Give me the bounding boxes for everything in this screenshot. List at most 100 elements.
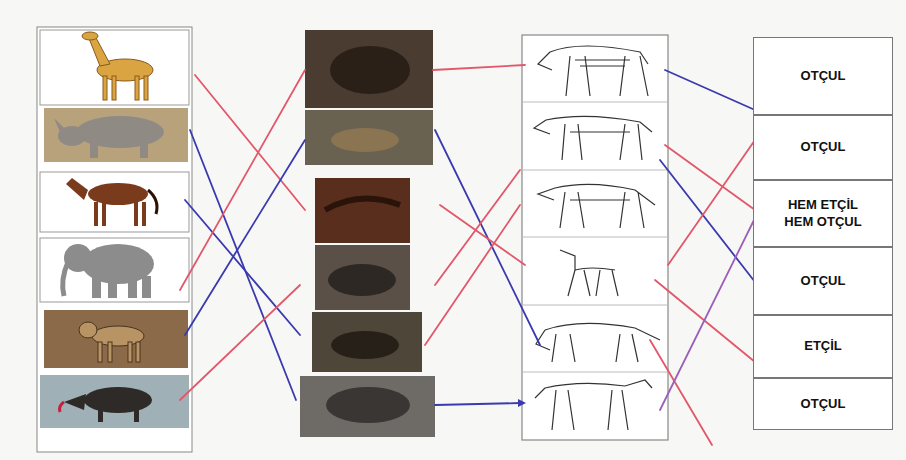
drawing-part (76, 116, 164, 148)
drawing-part (535, 380, 652, 430)
drawing-part (331, 128, 399, 152)
drawing-part (98, 408, 103, 422)
drawing-part (63, 244, 154, 298)
drawing-part (40, 238, 189, 302)
drawing-part (98, 342, 102, 362)
drawing-part (522, 169, 668, 170)
drawing-part (82, 32, 153, 100)
drawing-part (325, 199, 400, 210)
drawing-part (142, 202, 146, 226)
drawing-part (136, 342, 140, 362)
answer-box: OTÇUL (753, 115, 893, 180)
drawing-part (326, 387, 410, 423)
drawing-part (40, 375, 189, 428)
drawing-part (328, 264, 396, 296)
drawing-part (538, 184, 655, 228)
drawing-part (522, 304, 668, 305)
drawing-part (522, 236, 668, 237)
drawing-part (305, 110, 433, 165)
drawing-part (79, 322, 144, 362)
drawing-part (180, 70, 305, 290)
matching-lines (180, 65, 755, 445)
drawing-part (134, 408, 139, 422)
answer-text: ETÇİL (804, 338, 842, 354)
drawing-part (94, 202, 98, 226)
drawing-part (63, 262, 68, 296)
drawing-part (92, 276, 101, 298)
drawing-part (64, 387, 152, 422)
drawing-part (190, 130, 296, 400)
answer-text: OTÇUL (801, 273, 846, 289)
drawing-part (538, 46, 648, 96)
drawing-part (44, 310, 188, 368)
drawing-part (128, 342, 132, 362)
drawing-part (665, 70, 755, 110)
drawing-part (40, 172, 189, 232)
drawing-part (534, 116, 652, 160)
drawing-part (435, 403, 520, 405)
drawing-part (144, 76, 148, 100)
drawing-part (90, 142, 98, 158)
drawing-part (37, 27, 192, 452)
drawing-part (54, 118, 64, 132)
drawing-part (185, 200, 300, 335)
drawing-part (140, 142, 148, 158)
drawing-part (134, 202, 138, 226)
drawing-part (66, 178, 88, 200)
answer-box: HEM ETÇİL HEM OTÇUL (753, 180, 893, 247)
drawing-part (185, 140, 305, 335)
ancient-animal-photos (300, 30, 435, 437)
drawing-part (522, 371, 668, 372)
answer-text: HEM ETÇİL HEM OTÇUL (775, 197, 871, 230)
drawing-part (88, 183, 148, 205)
answer-text: OTÇUL (801, 139, 846, 155)
drawing-part (108, 342, 112, 362)
drawing-part (660, 160, 755, 282)
drawing-part (440, 205, 525, 265)
drawing-part (195, 75, 305, 210)
drawing-part (79, 322, 97, 338)
drawing-part (435, 130, 540, 345)
drawing-part (312, 312, 422, 372)
answer-box: OTÇUL (753, 247, 893, 315)
answer-box: ETÇİL (753, 315, 893, 378)
drawing-part (305, 30, 433, 108)
drawing-part (142, 276, 151, 298)
drawing-part (560, 250, 618, 296)
drawing-part (40, 30, 189, 105)
drawing-part (60, 402, 65, 412)
answer-box: OTÇUL (753, 378, 893, 430)
drawing-part (135, 76, 139, 100)
answer-box: OTÇUL (753, 37, 893, 115)
drawing-part (128, 276, 137, 298)
drawing-part (315, 245, 410, 310)
answer-text: OTÇUL (801, 396, 846, 412)
drawing-part (180, 285, 300, 400)
drawing-part (315, 178, 410, 243)
modern-animal-photos (37, 27, 192, 452)
drawing-part (102, 202, 106, 226)
drawing-part (433, 65, 525, 70)
answer-text: OTÇUL (801, 68, 846, 84)
drawing-part (330, 46, 410, 94)
drawing-part (518, 399, 526, 407)
drawing-part (44, 108, 188, 162)
drawing-part (64, 394, 86, 410)
drawing-part (650, 340, 712, 445)
drawing-part (331, 331, 399, 359)
drawing-part (54, 116, 164, 158)
drawing-part (522, 35, 668, 440)
drawing-part (66, 178, 157, 226)
drawing-part (84, 387, 152, 413)
drawing-part (536, 323, 660, 362)
drawing-part (665, 145, 755, 210)
drawing-part (660, 218, 755, 410)
drawing-part (82, 32, 98, 40)
skeleton-drawings (522, 35, 668, 440)
drawing-part (103, 76, 107, 100)
drawing-part (522, 101, 668, 102)
drawing-part (300, 376, 435, 437)
drawing-part (425, 205, 520, 345)
